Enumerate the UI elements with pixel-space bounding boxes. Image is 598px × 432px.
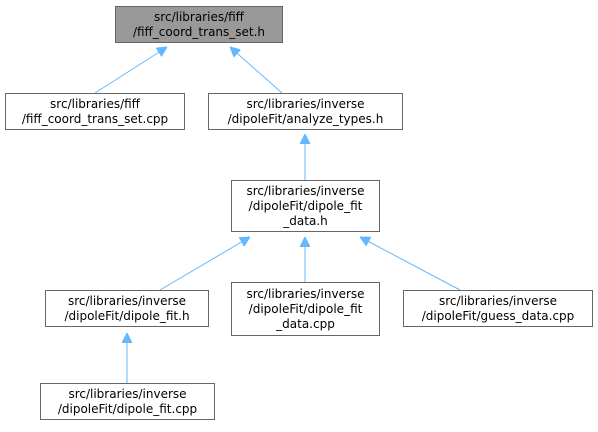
edge-guess-cpp-to-dfd-h xyxy=(360,237,461,291)
edge-df-h-to-dfd-h xyxy=(159,237,250,291)
node-dipole-fit-data-cpp[interactable]: src/libraries/inverse /dipoleFit/dipole_… xyxy=(231,282,380,336)
node-dipole-fit-h[interactable]: src/libraries/inverse /dipoleFit/dipole_… xyxy=(45,290,209,327)
edge-fiff-cpp-to-root xyxy=(94,47,167,94)
edge-analyze-h-to-root xyxy=(230,47,283,94)
node-guess-data-cpp[interactable]: src/libraries/inverse /dipoleFit/guess_d… xyxy=(403,290,593,327)
node-fiff-coord-trans-set-cpp[interactable]: src/libraries/fiff /fiff_coord_trans_set… xyxy=(5,93,185,130)
node-fiff-coord-trans-set-h: src/libraries/fiff /fiff_coord_trans_set… xyxy=(115,6,283,43)
node-dipole-fit-data-h[interactable]: src/libraries/inverse /dipoleFit/dipole_… xyxy=(231,180,380,232)
node-analyze-types-h[interactable]: src/libraries/inverse /dipoleFit/analyze… xyxy=(208,93,403,130)
node-dipole-fit-cpp[interactable]: src/libraries/inverse /dipoleFit/dipole_… xyxy=(40,383,215,420)
